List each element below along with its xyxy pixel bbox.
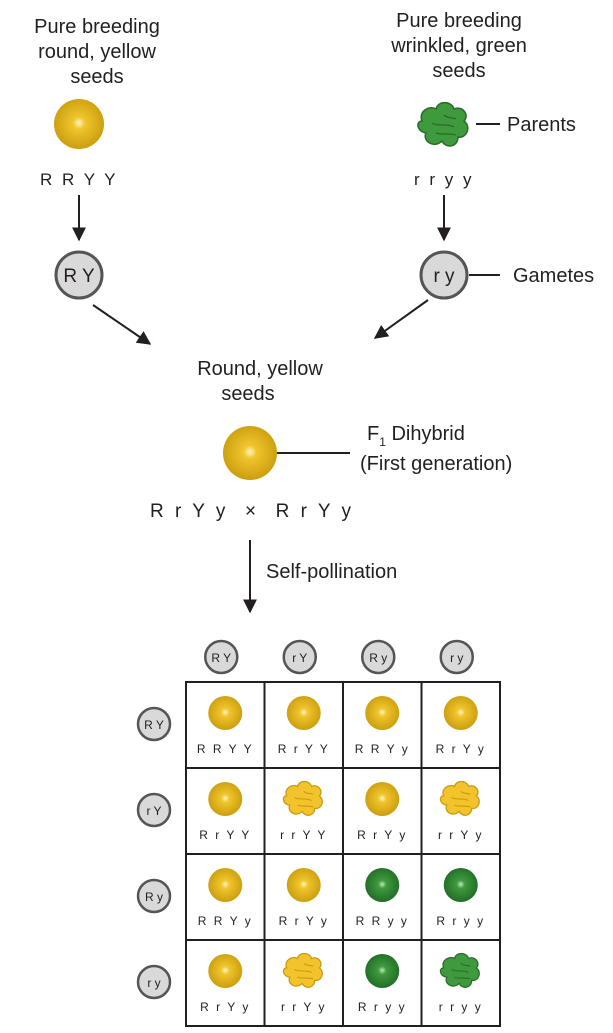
column-gamete-2: r Y — [282, 639, 317, 675]
left-parent-genotype: R R Y Y — [40, 170, 118, 189]
punnett-cell-genotype: R R Y y — [198, 914, 253, 928]
column-gamete-4-label: r y — [450, 651, 463, 665]
punnett-cell-r3-c3: R R y y — [356, 868, 409, 928]
punnett-cell-r2-c2: r r Y Y — [280, 780, 327, 842]
left-arrow-to-f1 — [92, 304, 152, 345]
row-gamete-2-label: r Y — [146, 804, 161, 818]
punnett-cell-genotype: R r Y y — [436, 742, 486, 756]
first-generation-label: (First generation) — [360, 453, 512, 475]
punnett-cell-r3-c2: R r Y y — [279, 868, 329, 928]
row-gamete-1-label: R Y — [144, 718, 164, 732]
right-gamete-label: r y — [433, 266, 455, 287]
punnett-cell-genotype: R r Y y — [200, 1000, 250, 1014]
parents-label: Parents — [507, 114, 576, 136]
wrinkled-yellow-seed-icon — [439, 780, 480, 816]
punnett-cell-genotype: R R Y y — [355, 742, 410, 756]
round-yellow-seed-icon — [208, 782, 243, 816]
round-yellow-seed-icon — [286, 868, 321, 902]
wrinkled-green-seed-icon — [439, 952, 480, 988]
punnett-cell-r1-c1: R R Y Y — [197, 696, 254, 756]
punnett-cell-r1-c4: R r Y y — [436, 696, 486, 756]
right-parent-title-line-3: seeds — [432, 60, 485, 82]
left-parent-title-line-3: seeds — [70, 66, 123, 88]
left-parent-title-line-2: round, yellow — [38, 41, 156, 63]
punnett-square: R Y r Y R y r y R Y r Y R y r y R R Y Y R r Y Y R … — [136, 639, 501, 1027]
left-parent-title-line-1: Pure breeding — [34, 16, 160, 38]
right-parent-title-line-2: wrinkled, green — [390, 35, 527, 57]
punnett-cell-genotype: R r Y y — [357, 828, 407, 842]
row-gamete-4-label: r y — [147, 976, 160, 990]
f1-title-line-2: seeds — [221, 383, 274, 405]
right-arrow-to-f1 — [373, 299, 429, 339]
round-yellow-seed-icon — [208, 868, 243, 902]
right-gamete-circle: r y — [419, 250, 469, 300]
punnett-cell-genotype: r r y y — [439, 1000, 483, 1014]
round-yellow-seed-icon — [286, 696, 321, 730]
punnett-cell-r2-c3: R r Y y — [357, 782, 407, 842]
column-gamete-2-label: r Y — [292, 651, 307, 665]
row-gamete-4: r y — [136, 964, 172, 1000]
punnett-cell-genotype: r r Y y — [438, 828, 484, 842]
punnett-cell-r4-c1: R r Y y — [200, 954, 250, 1014]
round-yellow-seed-icon — [54, 99, 104, 149]
right-parent-title-line-1: Pure breeding — [396, 10, 522, 32]
gametes-label: Gametes — [513, 265, 594, 287]
punnett-cell-genotype: R r Y Y — [199, 828, 251, 842]
punnett-cell-genotype: R r y y — [358, 1000, 407, 1014]
punnett-cell-r1-c3: R R Y y — [355, 696, 410, 756]
column-gamete-1-label: R Y — [211, 651, 231, 665]
column-gamete-3: R y — [361, 639, 396, 675]
punnett-cell-genotype: R r Y y — [279, 914, 329, 928]
round-green-seed-icon — [365, 954, 400, 988]
punnett-cell-genotype: R R y y — [356, 914, 409, 928]
round-yellow-seed-icon — [443, 696, 478, 730]
f1-round-yellow-seed-icon — [223, 426, 277, 480]
left-gamete-label: R Y — [63, 266, 95, 287]
column-gamete-1: R Y — [204, 639, 239, 675]
wrinkled-yellow-seed-icon — [282, 780, 323, 816]
punnett-cell-genotype: r r Y Y — [280, 828, 327, 842]
f1-cross-genotypes: R r Y y × R r Y y — [150, 501, 354, 522]
row-gamete-1: R Y — [136, 706, 172, 742]
punnett-cell-genotype: r r Y y — [281, 1000, 327, 1014]
wrinkled-green-seed-icon — [417, 101, 469, 147]
self-pollination-label: Self-pollination — [266, 561, 397, 583]
round-yellow-seed-icon — [208, 954, 243, 988]
punnett-cell-r4-c4: r r y y — [439, 952, 483, 1014]
punnett-cell-r2-c4: r r Y y — [438, 780, 484, 842]
punnett-cell-r4-c3: R r y y — [358, 954, 407, 1014]
left-gamete-circle: R Y — [54, 250, 104, 300]
punnett-cell-r2-c1: R r Y Y — [199, 782, 251, 842]
round-yellow-seed-icon — [365, 696, 400, 730]
row-gamete-3-label: R y — [145, 890, 163, 904]
column-gamete-3-label: R y — [369, 651, 387, 665]
punnett-cell-r3-c1: R R Y y — [198, 868, 253, 928]
row-gamete-3: R y — [136, 878, 172, 914]
round-green-seed-icon — [365, 868, 400, 902]
round-yellow-seed-icon — [365, 782, 400, 816]
wrinkled-yellow-seed-icon — [282, 952, 323, 988]
punnett-cell-genotype: R r y y — [436, 914, 485, 928]
f1-title-line-1: Round, yellow — [197, 358, 323, 380]
punnett-cell-r3-c4: R r y y — [436, 868, 485, 928]
punnett-cell-genotype: R r Y Y — [278, 742, 330, 756]
punnett-cell-genotype: R R Y Y — [197, 742, 254, 756]
punnett-cell-r1-c2: R r Y Y — [278, 696, 330, 756]
f1-dihybrid-label: F1 Dihybrid — [367, 423, 465, 449]
right-parent-genotype: r r y y — [414, 170, 474, 189]
punnett-cell-r4-c2: r r Y y — [281, 952, 327, 1014]
row-gamete-2: r Y — [136, 792, 172, 828]
round-green-seed-icon — [443, 868, 478, 902]
column-gamete-4: r y — [439, 639, 474, 675]
round-yellow-seed-icon — [208, 696, 243, 730]
